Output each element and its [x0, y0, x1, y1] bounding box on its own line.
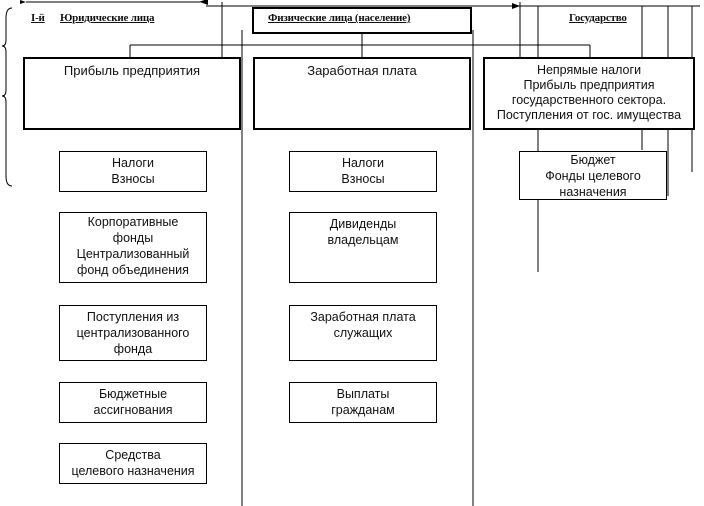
box-wages: Заработная плата — [253, 57, 471, 130]
box-indirect-taxes: Непрямые налоги Прибыль предприятия госу… — [483, 57, 695, 130]
box-budget-targeted-funds: Бюджет Фонды целевого назначения — [519, 151, 667, 200]
header-physical-persons: Физические лица (население) — [268, 12, 411, 24]
arrowhead-left-start — [20, 0, 26, 4]
box-owner-dividends: Дивиденды владельцам — [289, 212, 437, 283]
box-citizen-payments: Выплаты гражданам — [289, 382, 437, 423]
box-employee-wages: Заработная плата служащих — [289, 305, 437, 361]
arrowhead-top-right — [512, 3, 520, 9]
box-physical-taxes-contributions: Налоги Взносы — [289, 151, 437, 192]
box-targeted-funds: Средства целевого назначения — [59, 443, 207, 484]
box-centralized-fund-receipts: Поступления из централизованного фонда — [59, 305, 207, 361]
header-physical-frame — [252, 7, 472, 34]
level-label: I-й — [31, 12, 45, 24]
header-state: Государство — [569, 12, 627, 24]
header-legal-entities: Юридические лица — [60, 12, 155, 24]
box-budget-allocations: Бюджетные ассигнования — [59, 382, 207, 423]
box-legal-taxes-contributions: Налоги Взносы — [59, 151, 207, 192]
arrowhead-top-left — [200, 0, 208, 5]
left-bracket — [1, 7, 13, 187]
box-corporate-funds: Корпоративные фонды Централизованный фон… — [59, 212, 207, 283]
box-enterprise-profit: Прибыль предприятия — [23, 57, 241, 130]
